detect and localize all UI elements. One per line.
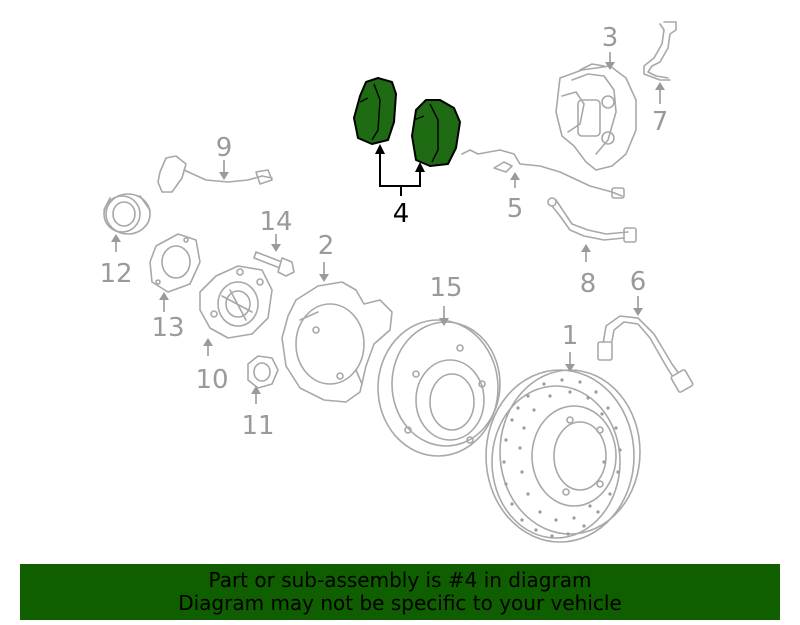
callout-5: 5 bbox=[507, 172, 524, 224]
svg-text:10: 10 bbox=[195, 365, 228, 395]
callout-9: 9 bbox=[216, 133, 233, 180]
part-8-brake-line[interactable] bbox=[547, 197, 637, 243]
svg-text:3: 3 bbox=[602, 23, 619, 53]
callout-10: 10 bbox=[195, 338, 229, 395]
svg-text:6: 6 bbox=[630, 267, 647, 297]
svg-text:7: 7 bbox=[652, 107, 669, 137]
callout-4: 4 bbox=[375, 144, 425, 229]
banner-part-text: Part or sub-assembly is #4 in diagram bbox=[208, 568, 592, 592]
brake-pad-left[interactable] bbox=[353, 77, 397, 145]
part-6-brake-hose[interactable] bbox=[597, 315, 694, 393]
part-15-brake-disc-hat[interactable] bbox=[377, 319, 501, 457]
callout-15: 15 bbox=[429, 273, 463, 326]
callout-2: 2 bbox=[318, 231, 335, 282]
part-4-brake-pads[interactable] bbox=[353, 77, 461, 167]
callout-11: 11 bbox=[241, 386, 275, 441]
svg-text:4: 4 bbox=[393, 199, 410, 229]
svg-text:11: 11 bbox=[241, 411, 274, 441]
part-info-banner: Part or sub-assembly is #4 in diagram Di… bbox=[20, 564, 780, 620]
svg-text:5: 5 bbox=[507, 194, 524, 224]
callout-12: 12 bbox=[99, 234, 133, 289]
rotor-drill-holes bbox=[502, 378, 622, 538]
banner-disclaimer-text: Diagram may not be specific to your vehi… bbox=[178, 591, 622, 615]
part-14-bolt[interactable] bbox=[253, 251, 295, 277]
svg-text:1: 1 bbox=[562, 321, 579, 351]
callout-6: 6 bbox=[630, 267, 647, 316]
part-11-nut[interactable] bbox=[247, 355, 279, 389]
svg-text:15: 15 bbox=[429, 273, 462, 303]
callout-8: 8 bbox=[580, 244, 597, 299]
part-9-abs-sensor[interactable] bbox=[157, 155, 273, 193]
exploded-parts-diagram: 7 3 4 bbox=[99, 21, 694, 543]
svg-text:13: 13 bbox=[151, 313, 184, 343]
callout-14: 14 bbox=[259, 207, 293, 252]
part-10-wheel-hub[interactable] bbox=[199, 265, 273, 339]
part-7-wear-sensor[interactable] bbox=[643, 21, 677, 81]
svg-text:9: 9 bbox=[216, 133, 233, 163]
part-12-wheel-bearing[interactable] bbox=[103, 193, 151, 235]
part-1-drilled-brake-rotor[interactable] bbox=[485, 369, 641, 543]
callout-7: 7 bbox=[652, 82, 669, 137]
svg-text:8: 8 bbox=[580, 269, 597, 299]
svg-text:14: 14 bbox=[259, 207, 292, 237]
part-2-splash-shield[interactable] bbox=[281, 281, 393, 403]
part-13-plate[interactable] bbox=[149, 233, 201, 293]
svg-text:2: 2 bbox=[318, 231, 335, 261]
brake-pad-right[interactable] bbox=[411, 99, 461, 167]
part-5-sensor-wire[interactable] bbox=[461, 149, 625, 199]
callout-3: 3 bbox=[602, 23, 619, 70]
callout-1: 1 bbox=[562, 321, 579, 372]
callout-13: 13 bbox=[151, 292, 185, 343]
svg-text:12: 12 bbox=[99, 259, 132, 289]
part-3-brake-caliper[interactable] bbox=[555, 63, 637, 171]
